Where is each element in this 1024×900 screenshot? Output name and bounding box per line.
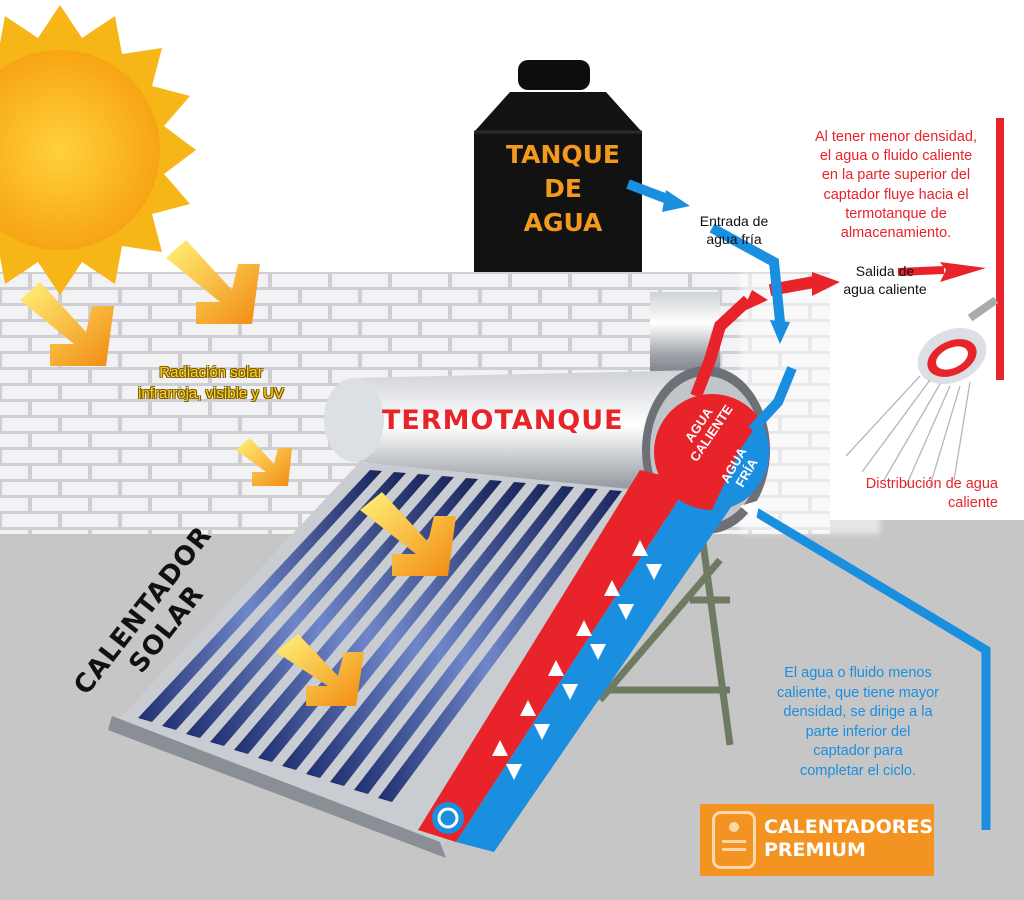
bottom-note: El agua o fluido menos caliente, que tie… — [760, 664, 956, 781]
outlet-arrow-line — [897, 266, 945, 276]
hot-pipe-arrow — [742, 290, 768, 312]
distribution-label-line: caliente — [948, 495, 998, 511]
top-note-line: captador fluye hacia el — [823, 186, 969, 203]
outlet-label-line: agua caliente — [843, 281, 927, 297]
radiation-label: Radiación solar infrarroja, visible y UV — [96, 362, 326, 404]
radiation-arrows — [20, 240, 456, 706]
top-note-line: el agua o fluido caliente — [819, 148, 973, 165]
flow-arrows — [492, 540, 662, 780]
termotanque-endcap — [654, 394, 770, 510]
brand-name-line: PREMIUM — [764, 839, 866, 861]
cold-arrow-1 — [662, 190, 690, 212]
sun — [0, 5, 196, 295]
top-note-line: en la parte superior del — [821, 167, 971, 184]
wall-fade — [740, 272, 880, 534]
tank-label-line: AGUA — [523, 208, 603, 237]
water-tank — [474, 60, 642, 272]
hot-out-arrow — [812, 272, 840, 296]
top-note-line: termotanque de — [845, 205, 947, 222]
hot-channel — [418, 470, 690, 842]
bottom-note-line: captador para — [813, 743, 903, 759]
distribution-label-line: Distribución de agua — [865, 476, 998, 492]
inlet-label: Entrada de agua fría — [676, 212, 792, 248]
water-heater-icon — [712, 811, 756, 869]
radiation-label-line: Radiación solar — [159, 364, 263, 381]
shower-spray — [845, 375, 971, 487]
bottom-rail — [108, 716, 446, 858]
tank-label-line: DE — [544, 174, 582, 203]
brand-logo: CALENTADORES PREMIUM — [700, 804, 934, 876]
outlet-arrow — [940, 262, 986, 282]
inlet-label-line: Entrada de — [699, 213, 769, 229]
return-arrow — [740, 500, 760, 520]
bottom-note-line: El agua o fluido menos — [784, 665, 932, 681]
radiation-label-line: infrarroja, visible y UV — [138, 385, 284, 402]
return-pipe — [753, 508, 991, 830]
bottom-note-line: completar el ciclo. — [799, 762, 917, 779]
termotanque-label: TERMOTANQUE — [382, 405, 624, 436]
sun-core — [0, 50, 160, 250]
inlet-label-line: agua fría — [706, 231, 762, 247]
brand-name: CALENTADORES PREMIUM — [764, 816, 933, 862]
bottom-note-line: densidad, se dirige a la — [783, 704, 933, 720]
outlet-label-line: Salida de — [855, 263, 915, 279]
top-note-line: Al tener menor densidad, — [814, 129, 977, 145]
shower-head — [917, 296, 999, 385]
top-note-line: almacenamiento. — [840, 225, 952, 242]
bottom-note-line: parte inferior del — [805, 723, 911, 740]
tank-label: TANQUE DE AGUA — [488, 138, 638, 240]
bottom-note-line: caliente, que tiene mayor — [776, 684, 939, 701]
cold-arrow-2 — [770, 320, 790, 344]
hot-water-pole — [996, 118, 1004, 380]
brand-name-line: CALENTADORES — [764, 816, 934, 838]
cold-pipe — [626, 179, 797, 434]
top-note: Al tener menor densidad, el agua o fluid… — [790, 128, 1002, 243]
cold-channel — [456, 482, 740, 852]
outlet-label: Salida de agua caliente — [830, 262, 940, 298]
distribution-label: Distribución de agua caliente — [800, 475, 998, 513]
tank-label-line: TANQUE — [505, 140, 620, 169]
